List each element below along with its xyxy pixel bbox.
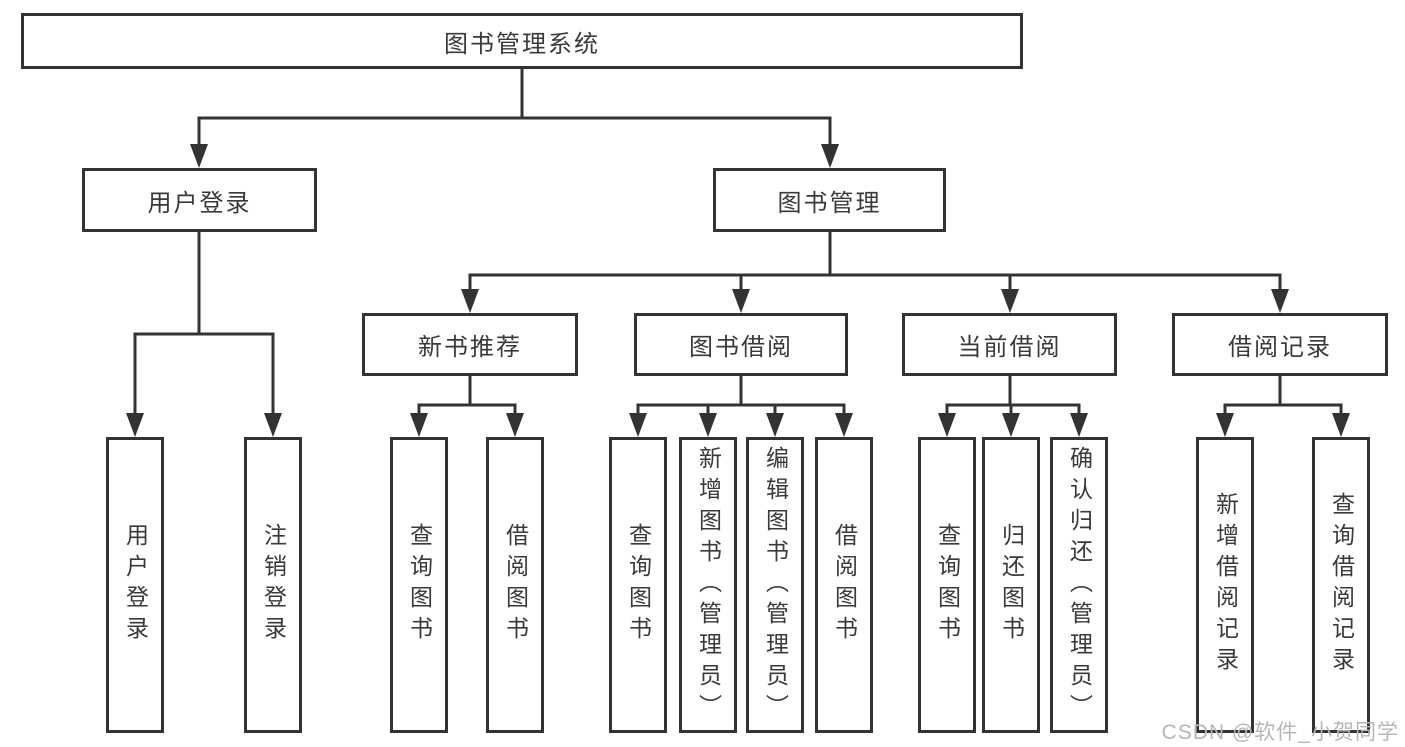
- leaf-add-borrow-record: 新增借阅记录: [1196, 437, 1254, 733]
- node-root-library-system: 图书管理系统: [21, 13, 1023, 69]
- node-label: 查询图书: [934, 523, 961, 647]
- node-label: 图书管理系统: [444, 30, 600, 58]
- node-label: 查询图书: [406, 523, 433, 647]
- node-label: 图书借阅: [689, 334, 793, 361]
- node-label: 归还图书: [998, 523, 1025, 647]
- leaf-logout: 注销登录: [244, 437, 302, 733]
- leaf-query-books-recommend: 查询图书: [390, 437, 448, 733]
- node-new-book-recommend: 新书推荐: [362, 313, 578, 376]
- leaf-confirm-return-admin: 确认归还（管理员）: [1050, 437, 1108, 733]
- leaf-add-book-admin: 新增图书（管理员）: [679, 437, 737, 733]
- node-label: 当前借阅: [957, 334, 1062, 361]
- leaf-user-login: 用户登录: [106, 437, 164, 733]
- node-current-borrow: 当前借阅: [902, 313, 1117, 376]
- leaf-query-borrow-record: 查询借阅记录: [1312, 437, 1370, 733]
- node-label: 编辑图书（管理员）: [762, 445, 789, 725]
- node-label: 新书推荐: [418, 334, 522, 361]
- node-label: 用户登录: [122, 523, 149, 647]
- node-label: 新增借阅记录: [1212, 492, 1239, 678]
- node-book-borrow: 图书借阅: [634, 313, 848, 376]
- leaf-edit-book-admin: 编辑图书（管理员）: [746, 437, 804, 733]
- leaf-return-book: 归还图书: [982, 437, 1040, 733]
- csdn-watermark: CSDN @软件_小贺同学: [1161, 721, 1399, 744]
- node-label: 借阅图书: [831, 523, 858, 647]
- node-book-management: 图书管理: [713, 168, 946, 232]
- node-label: 确认归还（管理员）: [1066, 445, 1093, 725]
- node-label: 新增图书（管理员）: [695, 445, 722, 725]
- leaf-query-books-borrow: 查询图书: [609, 437, 667, 733]
- node-label: 借阅记录: [1228, 334, 1332, 361]
- node-label: 查询图书: [625, 523, 652, 647]
- node-label: 查询借阅记录: [1328, 492, 1355, 678]
- arrowheads: [126, 144, 1350, 437]
- leaf-borrow-books-recommend: 借阅图书: [486, 437, 544, 733]
- node-label: 用户登录: [147, 189, 252, 217]
- node-label: 图书管理: [777, 189, 882, 217]
- leaf-query-books-current: 查询图书: [918, 437, 976, 733]
- node-label: 注销登录: [260, 523, 287, 647]
- node-user-login: 用户登录: [82, 168, 317, 232]
- leaf-borrow-books: 借阅图书: [815, 437, 873, 733]
- node-borrow-records: 借阅记录: [1172, 313, 1388, 376]
- node-label: 借阅图书: [502, 523, 529, 647]
